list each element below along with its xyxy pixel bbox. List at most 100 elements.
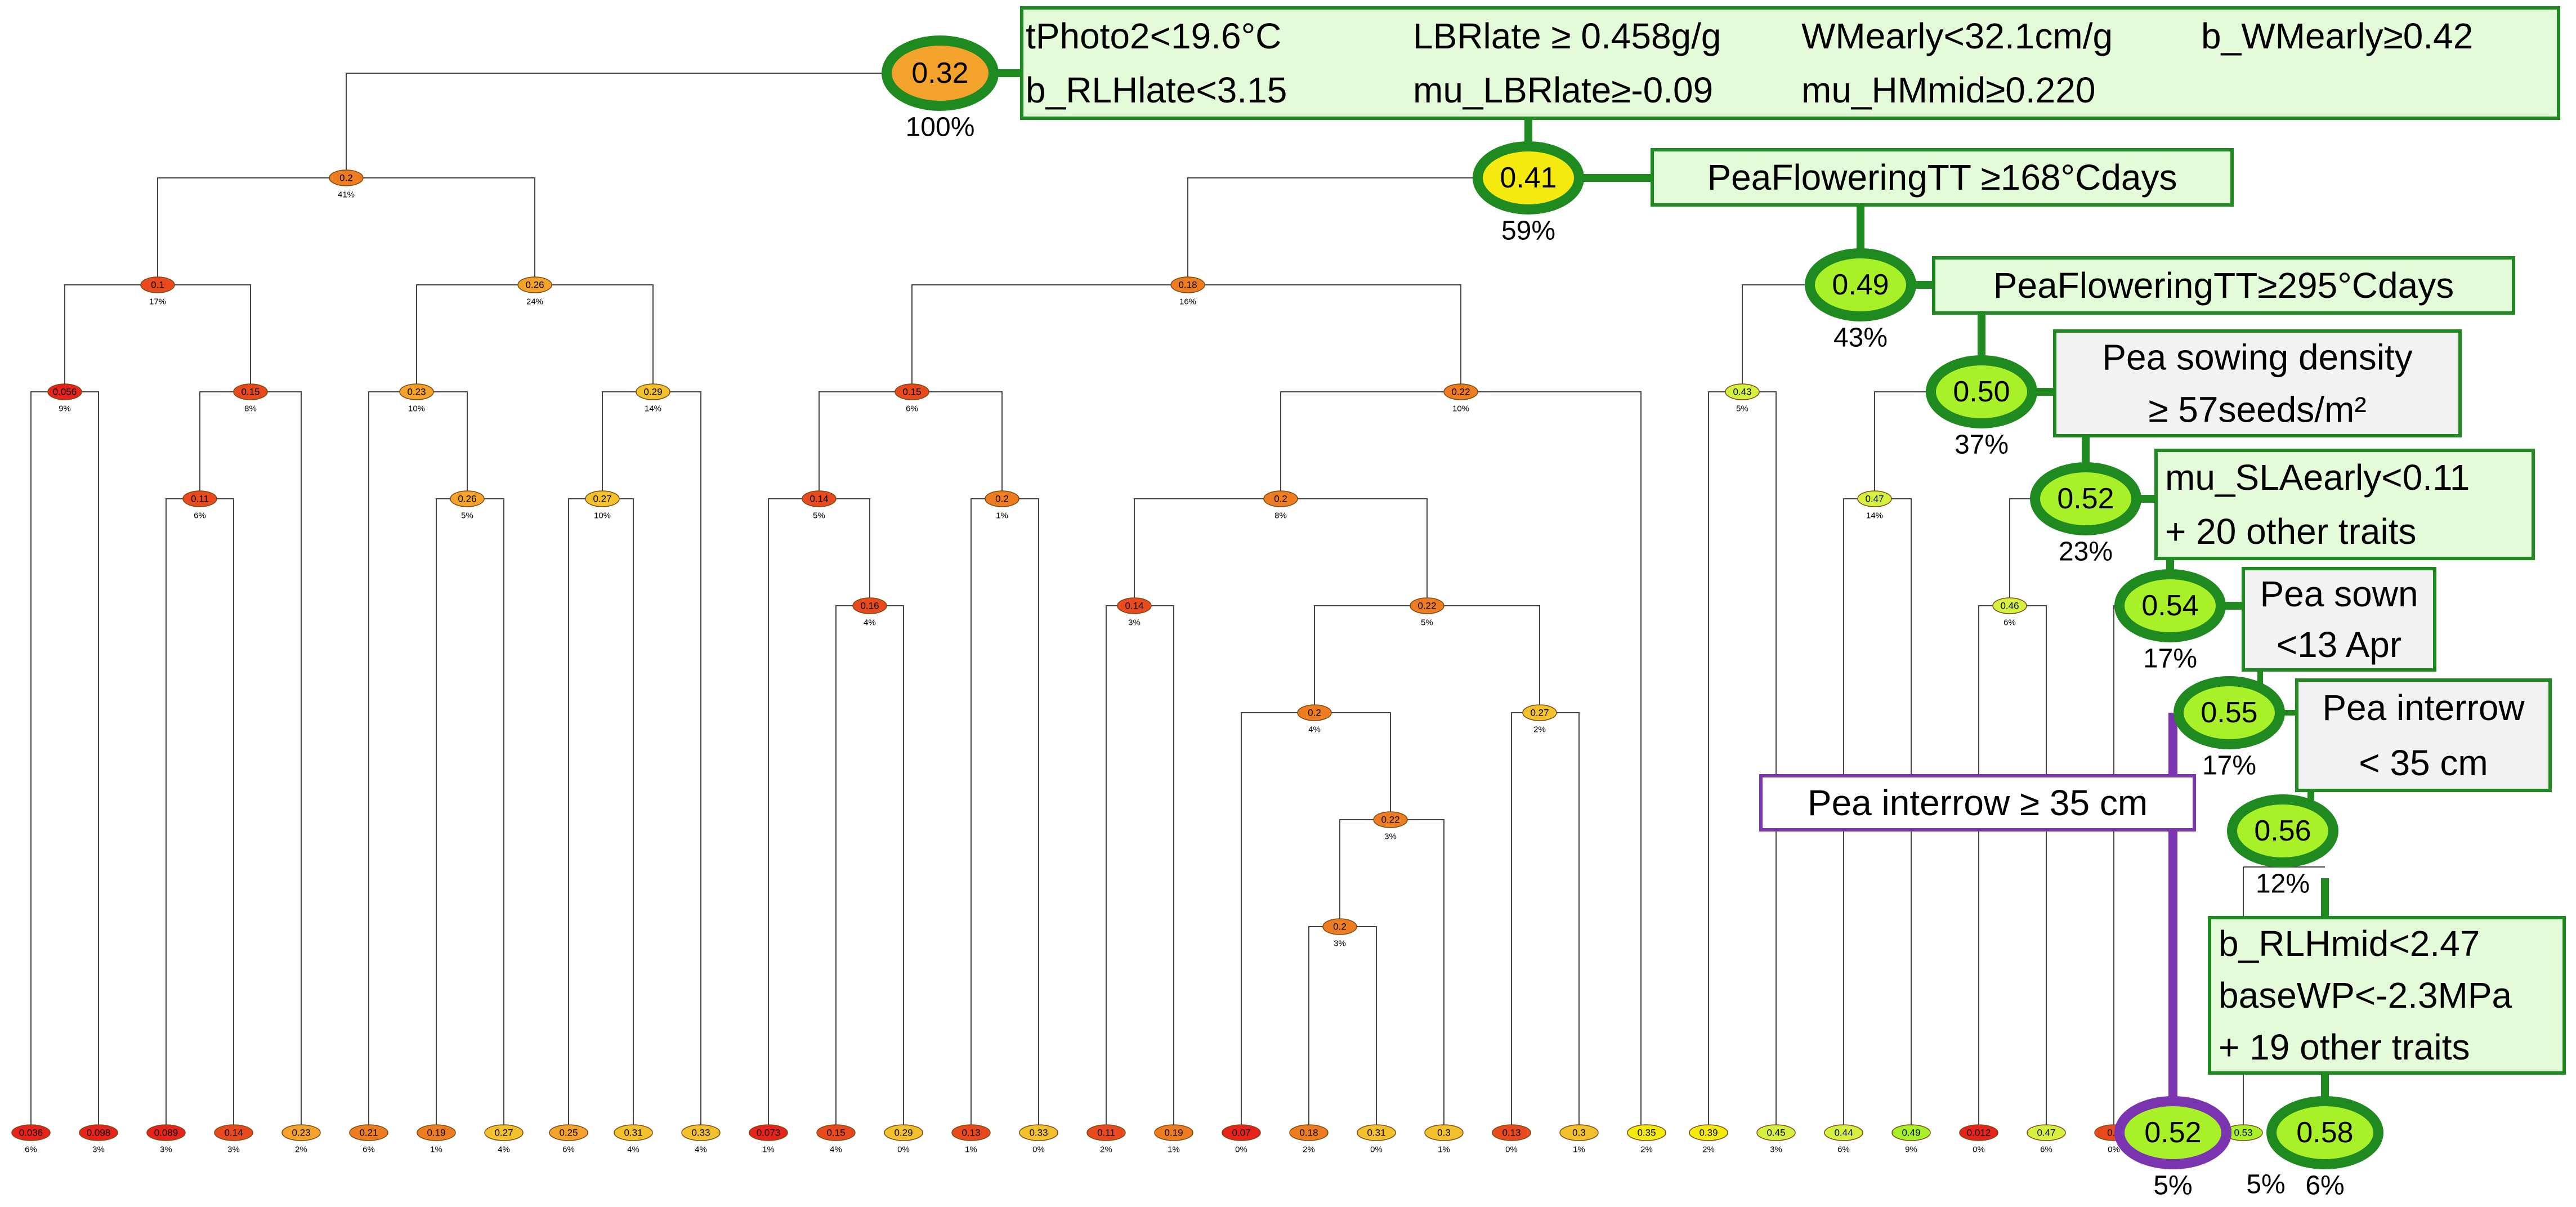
rule-text: Pea sowing density (2102, 337, 2412, 378)
leaf-ellipse (1424, 1124, 1464, 1141)
rule-text: b_WMearly≥0.42 (2201, 16, 2473, 56)
node-value: 0.1 (151, 280, 164, 290)
leaf-node: 0.453% (1756, 1124, 1796, 1155)
leaf-percent: 3% (92, 1145, 105, 1155)
node-percent: 24% (526, 297, 543, 307)
tree-node: 0.117% (140, 276, 175, 307)
leaf-value: 0.47 (2037, 1128, 2055, 1138)
node-ellipse (517, 276, 552, 293)
leaf-value: 0.089 (154, 1128, 178, 1138)
path-node-percent: 5% (2153, 1171, 2192, 1201)
leaf-ellipse (884, 1124, 923, 1141)
leaf-percent: 4% (498, 1145, 510, 1155)
rule-text: baseWP<-2.3MPa (2219, 975, 2512, 1016)
rule-box-purple: Pea interrow ≥ 35 cm (1759, 774, 2196, 832)
leaf-node: 0.31% (1424, 1124, 1464, 1155)
tree-node: 0.466% (1992, 597, 2027, 628)
leaf-percent: 4% (830, 1145, 842, 1155)
leaf-node: 0.31% (1559, 1124, 1599, 1155)
node-value: 0.46 (2000, 601, 2019, 611)
node-value: 0.14 (810, 494, 828, 504)
path-node-percent: 37% (1955, 430, 2009, 460)
node-percent: 10% (594, 511, 611, 521)
tree-node: 0.23% (1322, 918, 1357, 949)
path-node-ellipse (2114, 1096, 2231, 1169)
tree-node: 0.22 5% (1410, 597, 1444, 628)
rule-box-border (2154, 449, 2535, 560)
node-percent: 8% (1274, 511, 1287, 521)
leaf-value: 0.31 (1367, 1128, 1385, 1138)
path-node-percent: 23% (2059, 537, 2113, 567)
path-node-value: 0.41 (1500, 162, 1557, 194)
node-ellipse (1117, 597, 1152, 614)
node-ellipse (636, 383, 670, 400)
path-node-n4: 0.52 23% (2030, 462, 2141, 567)
leaf-ellipse (816, 1124, 856, 1141)
node-percent: 16% (1179, 297, 1196, 307)
leaf-node: 0.352% (1627, 1124, 1666, 1155)
small-nodes: 0.241%0.117%0.2624%0.0569%0.158%0.2310%0… (47, 169, 2027, 949)
node-ellipse (450, 490, 485, 507)
leaf-value: 0.19 (1164, 1128, 1183, 1138)
node-value: 0.11 (191, 494, 209, 504)
node-percent: 5% (1736, 404, 1748, 414)
node-percent: 5% (1421, 618, 1433, 628)
leaf-ellipse (417, 1124, 456, 1141)
leaf-ellipse (1824, 1124, 1863, 1141)
leaf-value: 0.21 (359, 1128, 378, 1138)
leaf-percent: 4% (695, 1145, 707, 1155)
tree-edge (1187, 177, 1526, 285)
node-ellipse (1443, 383, 1478, 400)
leaf-percent: 1% (1438, 1145, 1450, 1155)
rule-box-border (1932, 256, 2515, 315)
rule-text: b_RLHmid<2.47 (2219, 923, 2480, 964)
tree-edge (1106, 605, 1174, 1133)
tree-edge (1308, 926, 1377, 1133)
node-percent: 3% (1128, 618, 1141, 628)
leaf-node: 0.191% (417, 1124, 456, 1155)
leaf-ellipse (1492, 1124, 1531, 1141)
node-percent: 2% (1533, 725, 1546, 735)
leaf-node: 0.310% (1357, 1124, 1396, 1155)
node-value: 0.15 (241, 387, 260, 397)
leaf-ellipse (681, 1124, 721, 1141)
leaf-ellipse (1627, 1124, 1666, 1141)
leaf-node: 0.290% (884, 1124, 923, 1155)
rule-text: ≥ 57seeds/m² (2148, 390, 2366, 430)
path-node-value: 0.32 (911, 57, 968, 90)
path-node-value: 0.52 (2057, 482, 2114, 515)
path-node-leaf-final: 0.586% (2266, 1096, 2383, 1201)
node-percent: 3% (1384, 832, 1397, 842)
node-ellipse (1857, 490, 1892, 507)
leaf-percent: 2% (1303, 1145, 1315, 1155)
tree-edges (30, 73, 2325, 1133)
leaf-percent: 0% (1505, 1145, 1518, 1155)
rule-text: Pea interrow ≥ 35 cm (1808, 783, 2148, 823)
node-percent: 9% (59, 404, 71, 414)
node-value: 0.26 (458, 494, 476, 504)
node-ellipse (1373, 811, 1408, 828)
tree-node: 0.265% (450, 490, 485, 521)
leaf-node: 0.070% (1222, 1124, 1261, 1155)
leaf-node: 0.131% (951, 1124, 991, 1155)
rule-text: tPhoto2<19.6°C (1026, 16, 1281, 56)
leaf-percent: 1% (1168, 1145, 1180, 1155)
node-value: 0.22 (1417, 601, 1436, 611)
tree-edge (1241, 712, 1391, 1133)
leaf-percent: 0% (897, 1145, 910, 1155)
rule-box-border (2208, 916, 2566, 1075)
node-value: 0.47 (1865, 494, 1884, 504)
leaf-value: 0.33 (1029, 1128, 1048, 1138)
path-node-percent: 100% (906, 113, 975, 142)
leaf-ellipse (1222, 1124, 1261, 1141)
tree-node: 0.164% (852, 597, 887, 628)
leaf-value: 0.27 (494, 1128, 513, 1138)
